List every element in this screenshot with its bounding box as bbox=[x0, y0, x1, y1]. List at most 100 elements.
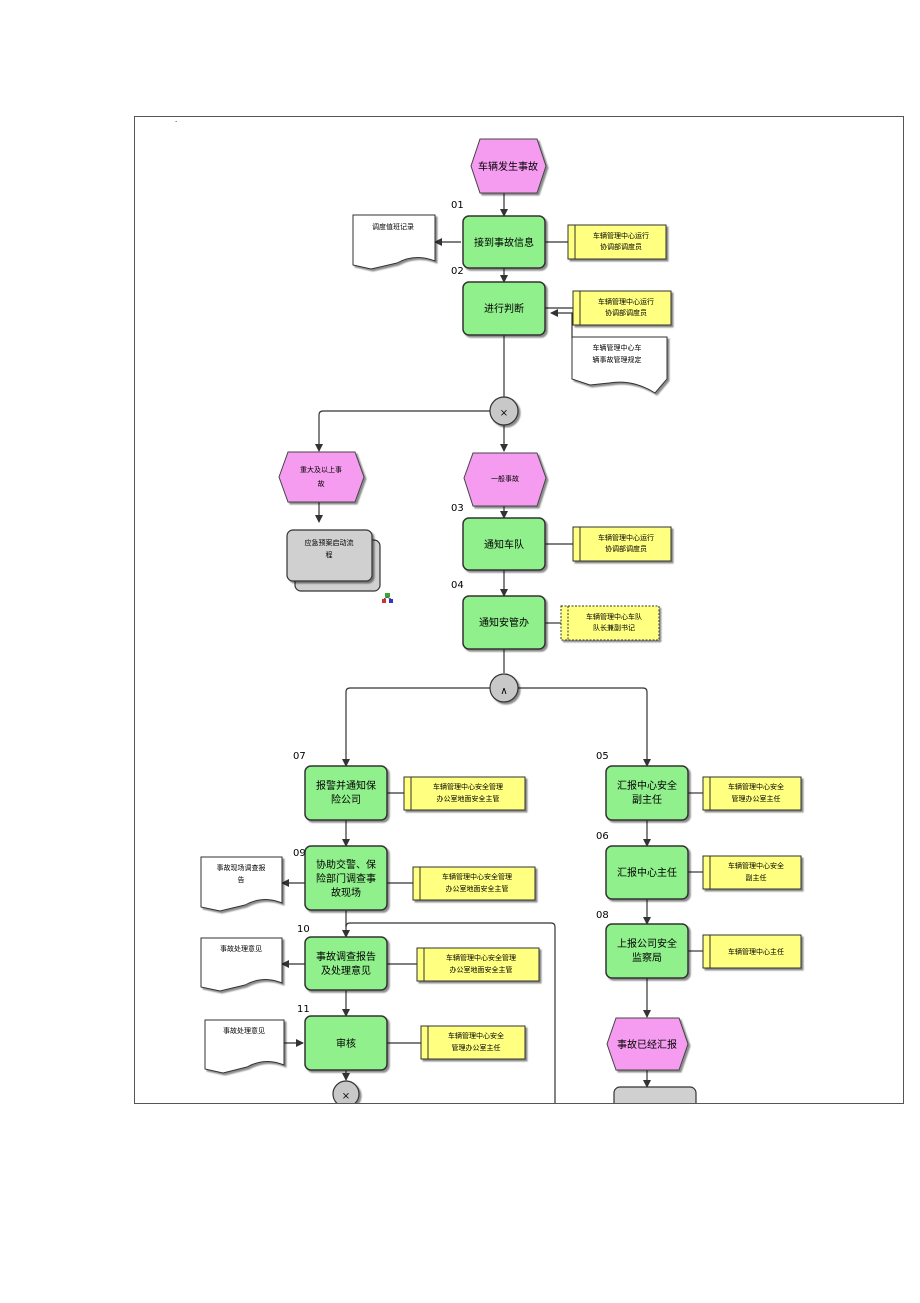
function-report-deputy-director: 汇报中心安全 副主任 bbox=[605, 765, 689, 821]
step-11-number: 11 bbox=[297, 1004, 310, 1015]
svg-text:事故处理意见: 事故处理意见 bbox=[223, 1026, 265, 1035]
svg-text:通知安管办: 通知安管办 bbox=[479, 616, 529, 629]
svg-text:车辆管理中心车: 车辆管理中心车 bbox=[593, 343, 642, 352]
and-connector: ∧ bbox=[489, 673, 519, 703]
svg-text:车辆管理中心运行: 车辆管理中心运行 bbox=[593, 231, 649, 240]
function-notify-safety-office: 通知安管办 bbox=[462, 595, 546, 650]
svg-text:车辆发生事故: 车辆发生事故 bbox=[478, 160, 538, 173]
svg-text:险部门调查事: 险部门调查事 bbox=[316, 872, 376, 885]
svg-text:队长兼副书记: 队长兼副书记 bbox=[593, 623, 635, 632]
function-report-director: 汇报中心主任 bbox=[605, 845, 689, 900]
role-ground-safety-supervisor-10: 车辆管理中心安全管理 办公室地面安全主管 bbox=[416, 947, 540, 982]
role-safety-office-director-11: 车辆管理中心安全 管理办公室主任 bbox=[420, 1025, 526, 1060]
function-make-judgment: 进行判断 bbox=[462, 281, 546, 336]
function-review: 审核 bbox=[304, 1015, 388, 1071]
svg-text:险公司: 险公司 bbox=[331, 793, 361, 806]
svg-text:办公室地面安全主管: 办公室地面安全主管 bbox=[450, 965, 513, 974]
svg-text:事故调查报告: 事故调查报告 bbox=[316, 950, 376, 963]
function-investigation-report: 事故调查报告 及处理意见 bbox=[304, 936, 388, 991]
function-notify-fleet: 通知车队 bbox=[462, 517, 546, 571]
svg-text:车辆管理中心安全管理: 车辆管理中心安全管理 bbox=[442, 872, 512, 881]
step-08-number: 08 bbox=[596, 910, 609, 921]
svg-text:车辆管理中心安全: 车辆管理中心安全 bbox=[728, 782, 784, 791]
svg-text:审核: 审核 bbox=[336, 1037, 356, 1050]
svg-text:副主任: 副主任 bbox=[746, 873, 767, 882]
svg-text:事故现场调查报: 事故现场调查报 bbox=[217, 863, 266, 872]
svg-text:汇报中心安全: 汇报中心安全 bbox=[617, 779, 677, 792]
svg-text:车辆管理中心车队: 车辆管理中心车队 bbox=[586, 612, 642, 621]
role-fleet-captain: 车辆管理中心车队 队长兼副书记 bbox=[560, 605, 660, 641]
role-deputy-director-06: 车辆管理中心安全 副主任 bbox=[702, 855, 802, 890]
function-call-police-insurance: 报警并通知保 险公司 bbox=[304, 765, 388, 821]
function-report-safety-bureau: 上报公司安全 监察局 bbox=[605, 923, 689, 979]
xor-connector: × bbox=[489, 396, 519, 426]
step-02-number: 02 bbox=[451, 266, 464, 277]
step-03-number: 03 bbox=[451, 503, 464, 514]
svg-text:程: 程 bbox=[326, 550, 333, 559]
svg-text:辆事故管理规定: 辆事故管理规定 bbox=[593, 355, 642, 364]
step-07-number: 07 bbox=[293, 751, 306, 762]
svg-text:协调部调度员: 协调部调度员 bbox=[600, 242, 642, 251]
svg-text:汇报中心主任: 汇报中心主任 bbox=[617, 866, 677, 879]
svg-text:管理办公室主任: 管理办公室主任 bbox=[452, 1043, 501, 1052]
step-06-number: 06 bbox=[596, 831, 609, 842]
role-dispatcher-02: 车辆管理中心运行 协调部调度员 bbox=[572, 290, 672, 326]
svg-text:协助交警、保: 协助交警、保 bbox=[316, 858, 376, 871]
svg-text:及处理意见: 及处理意见 bbox=[321, 964, 371, 977]
document-handling-opinion-10: 事故处理意见 bbox=[200, 937, 283, 992]
svg-text:车辆管理中心主任: 车辆管理中心主任 bbox=[728, 947, 784, 956]
role-ground-safety-supervisor-07: 车辆管理中心安全管理 办公室地面安全主管 bbox=[403, 776, 526, 811]
svg-text:车辆管理中心运行: 车辆管理中心运行 bbox=[598, 297, 654, 306]
role-center-director-08: 车辆管理中心主任 bbox=[702, 934, 802, 969]
event-accident-reported: 事故已经汇报 bbox=[606, 1017, 689, 1071]
step-09-number: 09 bbox=[293, 848, 306, 859]
svg-text:故现场: 故现场 bbox=[331, 886, 361, 899]
svg-text:接到事故信息: 接到事故信息 bbox=[474, 236, 534, 249]
step-01-number: 01 bbox=[451, 200, 464, 211]
svg-text:事故已经汇报: 事故已经汇报 bbox=[617, 1038, 677, 1051]
svg-text:告: 告 bbox=[238, 875, 245, 884]
svg-text:监察局: 监察局 bbox=[632, 951, 662, 964]
process-emergency-plan: 应急预案启动流 程 bbox=[286, 529, 381, 592]
role-ground-safety-supervisor-09: 车辆管理中心安全管理 办公室地面安全主管 bbox=[412, 866, 536, 901]
document-accident-management-rules: 车辆管理中心车 辆事故管理规定 bbox=[571, 336, 668, 394]
svg-text:车辆管理中心安全管理: 车辆管理中心安全管理 bbox=[433, 782, 503, 791]
svg-text:车辆管理中心运行: 车辆管理中心运行 bbox=[598, 533, 654, 542]
svg-text:办公室地面安全主管: 办公室地面安全主管 bbox=[437, 794, 500, 803]
svg-text:管理办公室主任: 管理办公室主任 bbox=[732, 794, 781, 803]
step-04-number: 04 bbox=[451, 580, 464, 591]
svg-text:协调部调度员: 协调部调度员 bbox=[605, 308, 647, 317]
function-assist-investigation: 协助交警、保 险部门调查事 故现场 bbox=[304, 845, 388, 911]
svg-text:×: × bbox=[500, 408, 508, 419]
flowchart: · bbox=[175, 118, 802, 1103]
document-site-investigation-report: 事故现场调查报 告 bbox=[200, 856, 283, 912]
svg-text:上报公司安全: 上报公司安全 bbox=[617, 937, 677, 950]
svg-text:应急预案启动流: 应急预案启动流 bbox=[305, 538, 354, 547]
network-icon bbox=[382, 593, 393, 603]
svg-text:∧: ∧ bbox=[500, 686, 507, 697]
svg-text:车辆管理中心安全: 车辆管理中心安全 bbox=[728, 861, 784, 870]
role-dispatcher-01: 车辆管理中心运行 协调部调度员 bbox=[567, 224, 667, 260]
svg-text:调度值班记录: 调度值班记录 bbox=[372, 222, 414, 231]
svg-text:办公室地面安全主管: 办公室地面安全主管 bbox=[446, 884, 509, 893]
step-10-number: 10 bbox=[297, 924, 310, 935]
process-bottom-partial bbox=[613, 1086, 697, 1103]
event-general-accident: 一般事故 bbox=[463, 452, 547, 507]
document-handling-opinion-11: 事故处理意见 bbox=[204, 1019, 285, 1074]
role-dispatcher-03: 车辆管理中心运行 协调部调度员 bbox=[572, 526, 672, 562]
svg-text:车辆管理中心安全: 车辆管理中心安全 bbox=[448, 1031, 504, 1040]
xor-connector-bottom: × bbox=[332, 1080, 360, 1103]
svg-text:×: × bbox=[342, 1091, 350, 1102]
role-safety-office-director-05: 车辆管理中心安全 管理办公室主任 bbox=[702, 776, 802, 811]
svg-text:事故处理意见: 事故处理意见 bbox=[220, 944, 262, 953]
svg-text:协调部调度员: 协调部调度员 bbox=[605, 544, 647, 553]
svg-text:重大及以上事: 重大及以上事 bbox=[300, 465, 342, 474]
step-05-number: 05 bbox=[596, 751, 609, 762]
document-dispatch-duty-record: 调度值班记录 bbox=[352, 214, 436, 270]
svg-text:车辆管理中心安全管理: 车辆管理中心安全管理 bbox=[446, 953, 516, 962]
diagram-frame: · bbox=[134, 116, 904, 1104]
event-vehicle-accident: 车辆发生事故 bbox=[470, 138, 547, 194]
svg-text:副主任: 副主任 bbox=[632, 793, 662, 806]
function-receive-accident-info: 接到事故信息 bbox=[462, 215, 546, 269]
event-major-accident: 重大及以上事 故 bbox=[278, 451, 365, 503]
